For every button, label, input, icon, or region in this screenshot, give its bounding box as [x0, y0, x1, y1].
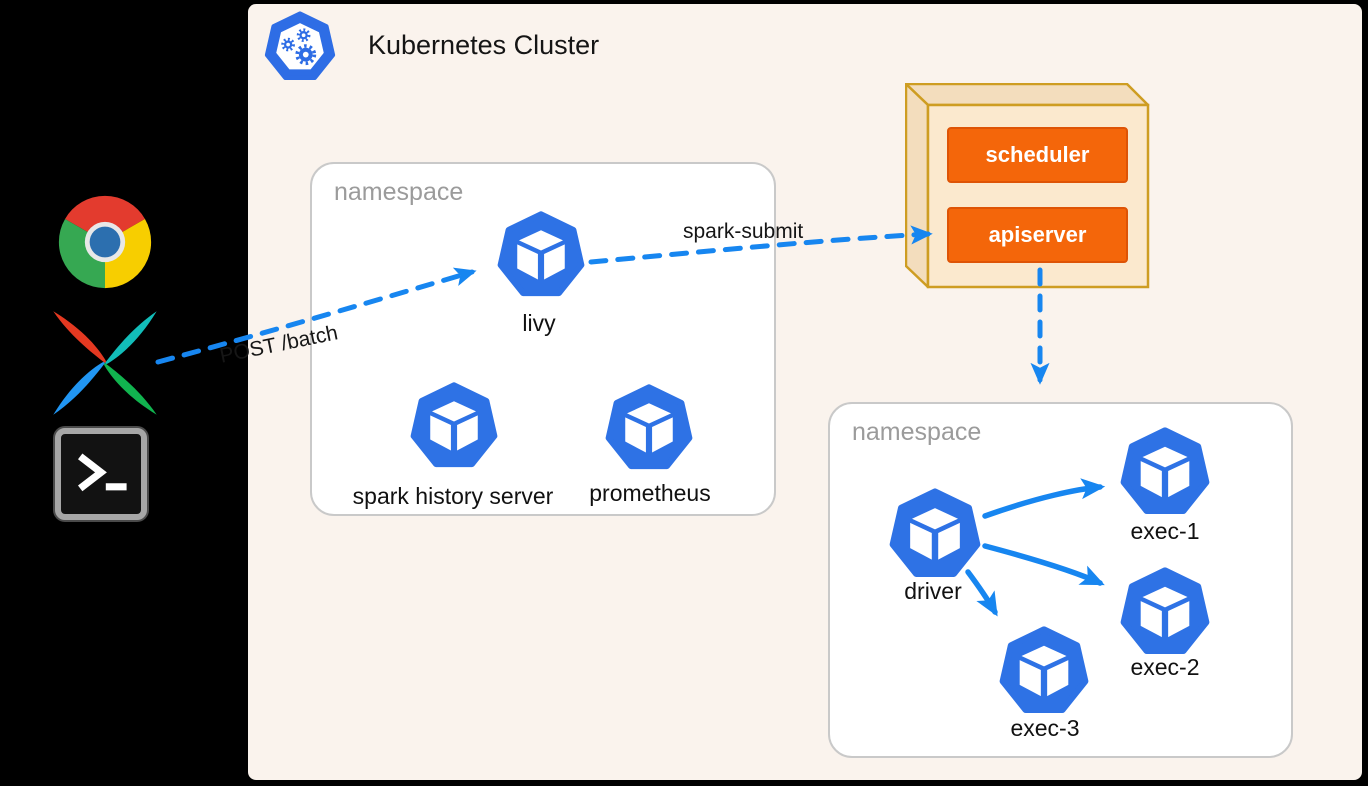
namespace-label: namespace: [334, 178, 464, 206]
pod-label-exec-3: exec-3: [1010, 715, 1080, 741]
pod-icon-exec-2: [1120, 566, 1210, 656]
pod-icon-spark-history-server: [410, 381, 498, 469]
pod-label-prometheus: prometheus: [589, 480, 711, 506]
pod-icon-livy: [497, 210, 585, 298]
page-title: Kubernetes Cluster: [368, 30, 600, 60]
pod-icon-exec-1: [1120, 426, 1210, 516]
pod-label-livy: livy: [522, 310, 556, 336]
pod-label-exec-1: exec-1: [1130, 518, 1200, 544]
namespace-label: namespace: [852, 418, 982, 446]
pod-label-spark-history-server: spark history server: [352, 483, 554, 509]
airflow-icon: [53, 311, 157, 415]
pod-icon-exec-3: [999, 625, 1089, 715]
kubernetes-logo-icon: [264, 11, 336, 81]
chrome-icon: [58, 195, 152, 289]
scheduler-component: scheduler: [947, 127, 1128, 183]
terminal-icon: >_: [55, 428, 147, 520]
pod-icon-driver: [889, 487, 981, 579]
pod-icon-prometheus: [605, 383, 693, 471]
edge-label-spark-submit: spark-submit: [683, 220, 804, 243]
apiserver-component: apiserver: [947, 207, 1128, 263]
pod-label-exec-2: exec-2: [1130, 654, 1200, 680]
pod-label-driver: driver: [904, 578, 962, 604]
